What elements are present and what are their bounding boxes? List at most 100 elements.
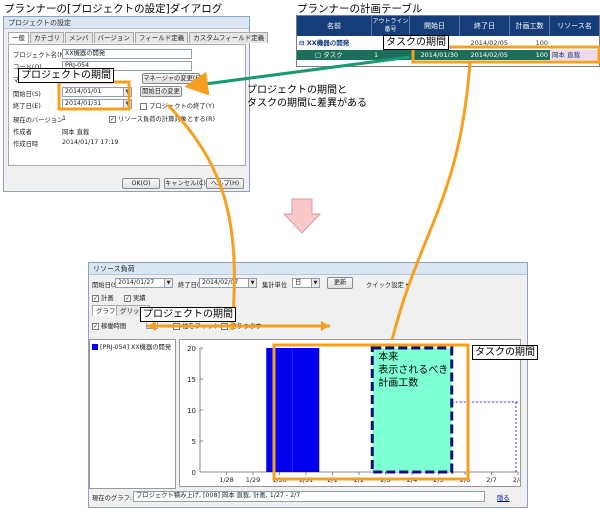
tab-members[interactable]: メンバ xyxy=(65,32,93,43)
checkbox-checked[interactable]: ✓ xyxy=(124,294,131,302)
resource-calc-checkbox[interactable]: ✓ リソース負荷の計算対象とする(R) xyxy=(109,114,215,123)
actual-label: 実績 xyxy=(133,295,146,302)
project-list-pane: [PRJ-054] XX機器の開発 xyxy=(89,339,176,489)
actual-checkbox[interactable]: ✓ 実績 xyxy=(124,293,146,302)
checkbox-checked[interactable]: ✓ xyxy=(92,322,99,330)
task-icon: □ xyxy=(315,51,324,59)
row-name: ⊟ XX機器の開発 xyxy=(299,39,350,47)
chevron-down-icon[interactable]: ▼ xyxy=(248,279,256,287)
plan-checkbox[interactable]: ✓ 計画 xyxy=(92,293,114,302)
series-color-swatch xyxy=(92,344,98,350)
author-label: 作成者 xyxy=(13,129,32,136)
x-tick-label: 1/28 xyxy=(219,476,234,484)
x-tick-label: 1/31 xyxy=(299,476,314,484)
change-start-button[interactable]: 開始日の変更 xyxy=(140,86,182,97)
fit-checkbox[interactable]: 幅をフィット xyxy=(173,321,220,330)
callout-dialog-project-period: プロジェクトの期間 xyxy=(18,68,114,83)
unit-select[interactable]: 日▼ xyxy=(292,278,320,288)
checkbox-checked[interactable]: ✓ xyxy=(92,294,99,302)
hours-checkbox[interactable]: ✓ 稼働時間 xyxy=(92,321,126,330)
column-end[interactable]: 終了日 xyxy=(460,16,510,36)
dialog-title: プロジェクトの設定 xyxy=(4,17,249,29)
start-date-field[interactable]: 2014/01/27 ▼ xyxy=(115,278,173,288)
tab-field-definition[interactable]: フィールド定義 xyxy=(134,32,189,43)
status-field: プロジェクト積み上げ, [008] 岡本 直裁, 計画, 1/27 - 2/7 xyxy=(133,491,485,502)
window-title: リソース負荷 xyxy=(89,263,527,275)
start-date-label: 開始日(S) xyxy=(13,91,41,98)
created-value: 2014/01/17 17:19 xyxy=(62,139,119,146)
row-resource xyxy=(550,38,599,48)
x-tick-label: 2/4 xyxy=(407,476,417,484)
chevron-down-icon[interactable]: ▼ xyxy=(123,100,131,108)
resource-load-window: リソース負荷 開始日(S) 2014/01/27▼ 終了日(E) 2014/02… xyxy=(88,262,528,508)
x-tick-label: 2/5 xyxy=(433,476,443,484)
x-tick-label: 1/29 xyxy=(246,476,261,484)
project-settings-dialog: プロジェクトの設定 一般 カテゴリ メンバ バージョン フィールド定義 カスタム… xyxy=(3,16,269,192)
fill-checkbox[interactable]: ✓ 塗りつぶす xyxy=(221,321,262,330)
resource-calc-label: リソース負荷の計算対象とする(R) xyxy=(118,116,215,123)
table-header: 名前 アウトライン番号 開始日 終了日 計画工数 リソース名 xyxy=(297,16,599,36)
tab-category[interactable]: カテゴリ xyxy=(30,32,64,43)
column-outline[interactable]: アウトライン番号 xyxy=(372,16,410,36)
hide-link[interactable]: 隠る xyxy=(497,495,510,502)
y-tick-label: 0 xyxy=(192,469,196,477)
end-date-label: 終了日(E) xyxy=(13,103,41,110)
row-start: 2014/01/30 xyxy=(420,51,458,59)
tab-custom-field-definition[interactable]: カスタムフィールド定義 xyxy=(189,32,269,43)
expected-note-1: 本来 xyxy=(378,350,398,363)
plan-label: 計画 xyxy=(101,295,114,302)
end-date-field[interactable]: 2014/01/31 ▼ xyxy=(62,99,132,109)
unit-label: 集計単位 xyxy=(262,282,288,289)
version-label: 現在のバージョン xyxy=(13,117,64,124)
difference-note-1: プロジェクトの期間と xyxy=(247,85,347,96)
start-date-value: 2014/01/27 xyxy=(118,279,155,286)
help-button[interactable]: ヘルプ(H) xyxy=(206,178,244,189)
planner-heading: プランナーの計画テーブル xyxy=(297,3,423,15)
end-date-value: 2014/02/07 xyxy=(202,279,239,286)
y-tick-label: 10 xyxy=(187,407,196,415)
version-value: 1 xyxy=(62,115,67,122)
difference-note-2: タスクの期間に差異がある xyxy=(247,98,367,109)
row-outline: 1 xyxy=(374,51,379,59)
row-name: □ タスク xyxy=(315,51,343,59)
end-date-field[interactable]: 2014/02/07 ▼ xyxy=(199,278,257,288)
column-start[interactable]: 開始日 xyxy=(410,16,460,36)
ok-button[interactable]: OK(O) xyxy=(122,178,160,189)
down-arrow-icon xyxy=(283,198,321,234)
x-tick-label: 2/6 xyxy=(460,476,470,484)
column-name[interactable]: 名前 xyxy=(297,16,372,36)
checkbox-checked[interactable]: ✓ xyxy=(221,322,228,330)
project-done-label: プロジェクトの終了(Y) xyxy=(149,103,215,110)
project-name-field[interactable]: XX機器の開発 xyxy=(62,49,192,59)
checkbox-box[interactable] xyxy=(173,322,180,330)
checkbox-box[interactable] xyxy=(140,102,147,110)
callout-chart-project-period: プロジェクトの期間 xyxy=(140,307,236,322)
start-date-value: 2014/01/01 xyxy=(65,88,102,95)
start-date-field[interactable]: 2014/01/01 ▼ xyxy=(62,87,132,97)
table-row[interactable]: □ タスク 1 2014/01/30 2014/02/05 100 岡本 直裁 xyxy=(297,50,599,60)
chevron-down-icon[interactable]: ▼ xyxy=(164,279,172,287)
cancel-button[interactable]: キャンセル(C) xyxy=(164,178,206,189)
column-effort[interactable]: 計画工数 xyxy=(510,16,550,36)
update-button[interactable]: 更新 xyxy=(327,277,353,289)
list-item[interactable]: [PRJ-054] XX機器の開発 xyxy=(90,340,175,353)
row-effort: 100 xyxy=(535,51,548,59)
tab-version[interactable]: バージョン xyxy=(93,32,134,43)
chevron-down-icon[interactable]: ▼ xyxy=(311,279,319,287)
change-manager-button[interactable]: マネージャの変更(E)... xyxy=(142,73,208,84)
project-done-checkbox[interactable]: プロジェクトの終了(Y) xyxy=(140,101,214,110)
expected-note-2: 表示されるべき xyxy=(378,363,448,376)
checkbox-checked[interactable]: ✓ xyxy=(109,115,116,123)
quick-settings-menu[interactable]: クイック設定 ▾ xyxy=(366,280,409,289)
tab-general[interactable]: 一般 xyxy=(8,32,29,43)
column-resource[interactable]: リソース名 xyxy=(557,22,592,30)
x-tick-label: 2/2 xyxy=(354,476,364,484)
collapse-icon[interactable]: ⊟ xyxy=(299,39,307,47)
chevron-down-icon[interactable]: ▼ xyxy=(123,88,131,96)
project-name-label: プロジェクト名(N) xyxy=(13,52,67,59)
x-tick-label: 2/7 xyxy=(486,476,496,484)
row-resource: 岡本 直裁 xyxy=(550,50,599,60)
expected-note-3: 計画工数 xyxy=(378,376,418,389)
x-tick-label: 2/1 xyxy=(327,476,337,484)
hours-label: 稼働時間 xyxy=(101,323,127,330)
